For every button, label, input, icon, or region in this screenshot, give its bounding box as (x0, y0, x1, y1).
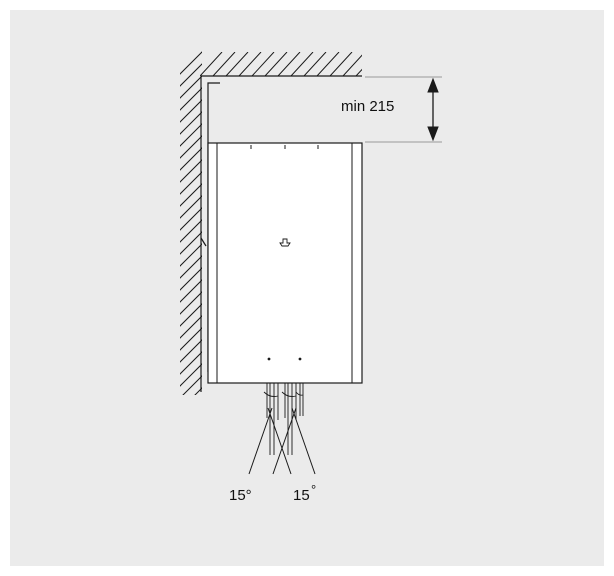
hatch-line (182, 375, 202, 395)
dimension-arrow-icon (427, 77, 439, 142)
hatch-line (369, 52, 391, 76)
clearance-label: min 215 (341, 98, 394, 115)
hatch-line (180, 171, 202, 195)
hatch-line (180, 111, 202, 135)
hatch-line (180, 363, 202, 387)
hatch-line (238, 52, 262, 76)
hatch-line (303, 52, 327, 76)
ceiling-hatch (200, 52, 391, 76)
hatch-line (290, 52, 314, 76)
angle-right-label: 15 (293, 487, 310, 504)
hatch-line (180, 267, 202, 291)
wall-hatch-icon (178, 51, 204, 424)
hatch-line (251, 52, 275, 76)
hatch-line (180, 243, 202, 267)
hatch-line (180, 159, 202, 183)
hatch-line (355, 68, 362, 76)
hatch-line (277, 52, 301, 76)
hatch-line (180, 291, 202, 315)
hatch-line (180, 75, 202, 99)
hatch-line (194, 387, 202, 395)
water-heater-unit (207, 142, 363, 384)
clearance-dimension: min 215 (341, 76, 442, 143)
hatch-line (329, 52, 353, 76)
hatch-line (180, 99, 202, 123)
angle-lines (248, 407, 316, 475)
hatch-line (180, 87, 202, 111)
hatch-line (200, 52, 223, 76)
hatch-line (180, 255, 202, 279)
hatch-line (180, 207, 202, 231)
hatch-line (225, 52, 249, 76)
hatch-line (180, 231, 202, 255)
hatch-line (180, 63, 202, 87)
angle-right-degree-mark: ° (311, 482, 316, 497)
angle-left-label: 15° (229, 487, 252, 504)
hatch-line (180, 183, 202, 207)
hatch-line (180, 339, 202, 363)
hatch-line (180, 327, 202, 351)
hatch-line (264, 52, 288, 76)
hatch-line (316, 52, 340, 76)
status-dot (267, 357, 271, 361)
hatch-line (212, 52, 236, 76)
hatch-line (180, 195, 202, 219)
hatch-line (178, 398, 204, 424)
hatch-line (180, 279, 202, 303)
hatch-line (180, 303, 202, 327)
hatch-line (180, 135, 202, 159)
hatch-line (342, 54, 362, 76)
hatch-line (180, 219, 202, 243)
hatch-line (180, 315, 202, 339)
hatch-line (180, 51, 202, 75)
hatch-line (180, 147, 202, 171)
status-dot (298, 357, 302, 361)
hatch-line (180, 123, 202, 147)
flame-logo-icon (279, 238, 291, 247)
hatch-line (180, 351, 202, 375)
connection-pipes (263, 383, 304, 455)
